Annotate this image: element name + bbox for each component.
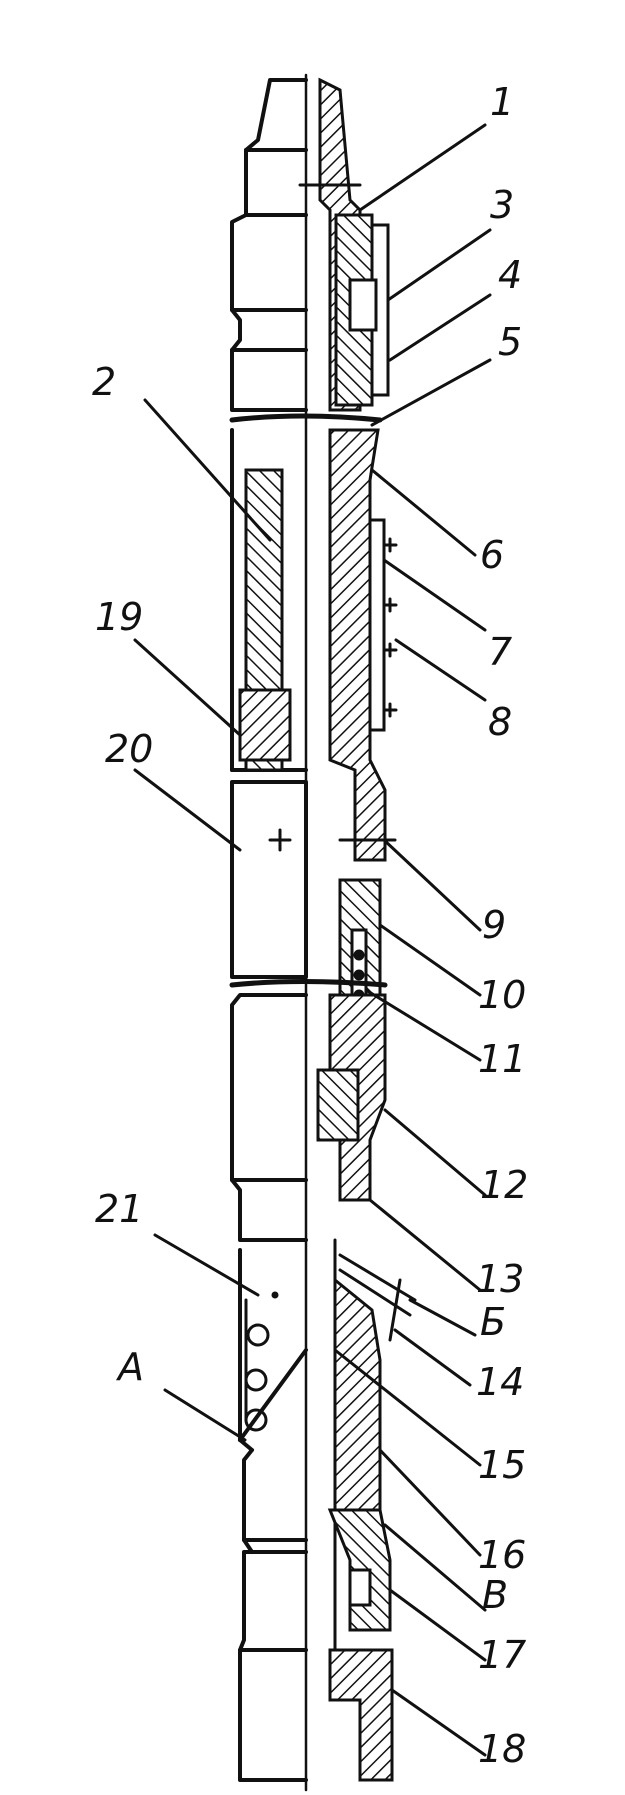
part-20-cross bbox=[268, 828, 292, 852]
label-11: 11 bbox=[478, 1037, 526, 1081]
part-18-bottom-sub bbox=[328, 1648, 394, 1782]
label-12: 12 bbox=[480, 1163, 528, 1207]
label-15: 15 bbox=[478, 1443, 526, 1487]
label-5: 5 bbox=[498, 320, 522, 364]
label-9: 9 bbox=[482, 903, 506, 947]
part-17-pocket bbox=[348, 1568, 372, 1607]
label-1: 1 bbox=[490, 80, 514, 124]
label-B: Б bbox=[480, 1300, 506, 1344]
balls-11 bbox=[353, 949, 365, 1001]
label-19: 19 bbox=[95, 595, 143, 639]
part-20-block bbox=[230, 780, 308, 979]
label-V: В bbox=[482, 1573, 508, 1617]
label-21: 21 bbox=[95, 1187, 143, 1231]
label-8: 8 bbox=[488, 700, 512, 744]
mandrel-body bbox=[328, 428, 387, 862]
label-16: 16 bbox=[478, 1533, 526, 1577]
label-7: 7 bbox=[488, 630, 512, 674]
label-17: 17 bbox=[478, 1633, 526, 1677]
slip-7 bbox=[368, 518, 386, 732]
lower-body-outline bbox=[230, 993, 308, 1242]
port-14 bbox=[338, 1253, 417, 1342]
label-18: 18 bbox=[478, 1727, 526, 1771]
label-20: 20 bbox=[105, 727, 153, 771]
break-line-2 bbox=[229, 979, 388, 988]
top-sub bbox=[230, 78, 308, 412]
label-4: 4 bbox=[498, 253, 522, 297]
label-6: 6 bbox=[480, 533, 504, 577]
label-10: 10 bbox=[478, 973, 526, 1017]
part-19-insert bbox=[238, 688, 292, 762]
part-21-dot bbox=[271, 1291, 279, 1299]
leader-lines bbox=[133, 123, 492, 1757]
teeth-A bbox=[244, 1298, 270, 1432]
slip-teeth-8 bbox=[382, 537, 398, 718]
label-A: А bbox=[115, 1345, 144, 1389]
label-13: 13 bbox=[476, 1257, 524, 1301]
spring-chamber bbox=[348, 278, 378, 332]
part-21-whipstock bbox=[238, 1248, 308, 1554]
label-3: 3 bbox=[490, 183, 514, 227]
label-14: 14 bbox=[476, 1360, 524, 1404]
label-2: 2 bbox=[92, 360, 116, 404]
part-labels: 1 3 4 5 6 7 8 9 10 11 12 13 Б 14 15 16 В… bbox=[92, 80, 528, 1771]
part-12-sleeve bbox=[316, 1068, 360, 1142]
bottom-sub-left bbox=[238, 1550, 308, 1782]
break-line-1 bbox=[229, 413, 383, 423]
part-16-body bbox=[333, 1276, 382, 1512]
